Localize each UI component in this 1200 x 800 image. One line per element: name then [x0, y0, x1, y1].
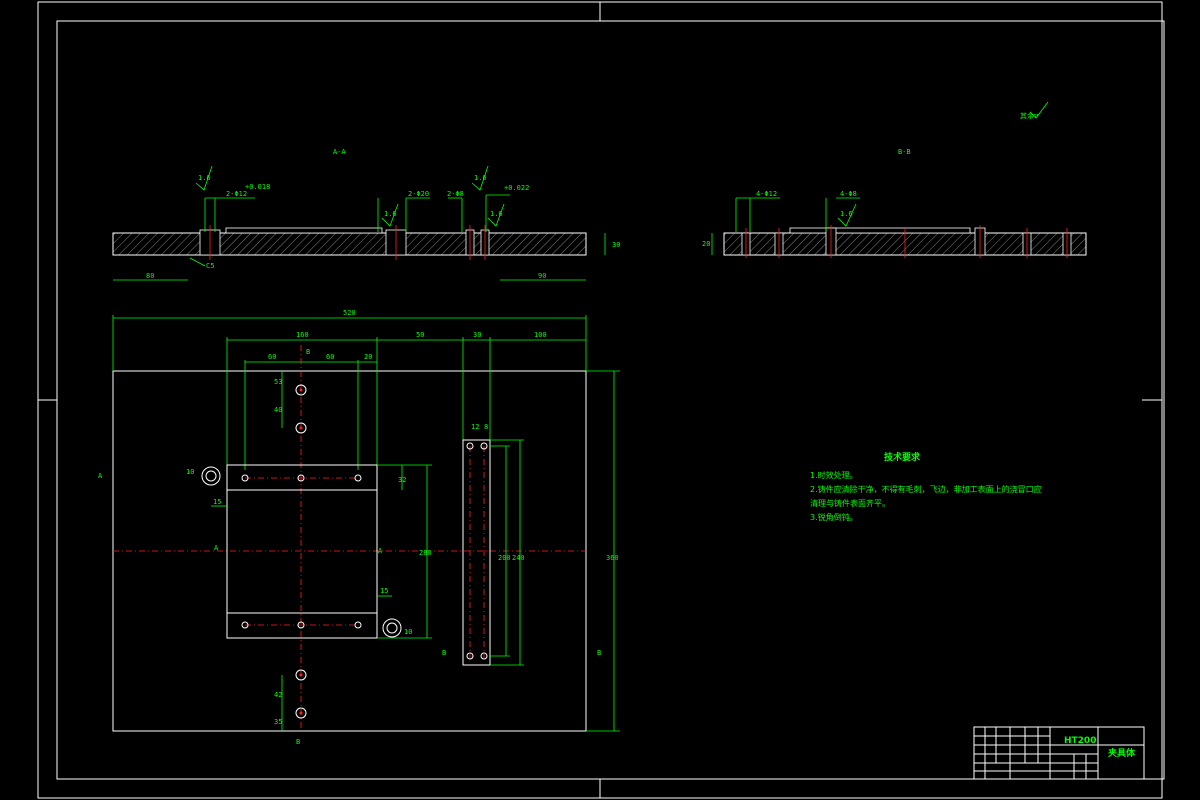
dim-280: 280	[419, 549, 432, 557]
dim-90: 90	[538, 272, 546, 280]
svg-text:B: B	[296, 738, 300, 746]
callout-rough-d: 1.6	[490, 210, 503, 218]
callout-2-phi8: 2-Φ8	[447, 190, 464, 198]
tech-line-4: 3.锐角倒钝。	[810, 512, 858, 522]
dim-60a: 60	[268, 353, 276, 361]
dim-240: 240	[512, 554, 525, 562]
title-part-name: 夹具体	[1108, 747, 1136, 759]
section-aa-body	[112, 232, 587, 256]
dim-20: 20	[364, 353, 372, 361]
callout-4-phi8: 4-Φ8	[840, 190, 857, 198]
svg-text:A: A	[98, 472, 103, 480]
dim-8: 8	[484, 423, 488, 431]
callout-tol-b: +0.022	[504, 184, 529, 192]
callout-rough-c: 1.6	[474, 174, 487, 182]
dim-15a: 15	[213, 498, 221, 506]
dim-42: 42	[274, 691, 282, 699]
section-aa-label: A-A	[333, 148, 346, 156]
dim-10a: 10	[186, 468, 194, 476]
svg-text:B: B	[597, 649, 601, 657]
roughness-symbol	[1029, 101, 1049, 119]
section-bb-label: B-B	[898, 148, 911, 156]
callout-rough-bb: 1.6	[840, 210, 853, 218]
slot-lower	[226, 612, 378, 639]
dim-60b: 60	[326, 353, 334, 361]
dim-160: 160	[296, 331, 309, 339]
svg-text:A: A	[214, 544, 219, 552]
callout-tol-a: +0.018	[245, 183, 270, 191]
dim-360: 360	[606, 554, 619, 562]
dim-32: 32	[398, 476, 406, 484]
dim-200: 200	[498, 554, 511, 562]
svg-text:B: B	[442, 649, 446, 657]
svg-text:B: B	[306, 348, 310, 356]
dim-40: 40	[274, 406, 282, 414]
callout-rough-b: 1.6	[384, 210, 397, 218]
plan-view: 520 360 160 50 30 100 60 60 20	[98, 309, 620, 746]
section-aa: A-A 80 90 30 C5 2-Φ12 +0.018 1.6 2-Φ20	[112, 148, 620, 281]
callout-4-phi12: 4-Φ12	[756, 190, 777, 198]
dim-100: 100	[534, 331, 547, 339]
section-aa-topface	[225, 227, 383, 234]
dim-80: 80	[146, 272, 154, 280]
dim-bb-thk: 20	[702, 240, 710, 248]
tech-title: 技术要求	[884, 451, 921, 463]
dim-520: 520	[343, 309, 356, 317]
title-material: HT200	[1064, 736, 1096, 746]
callout-2-phi20: 2-Φ20	[408, 190, 429, 198]
tech-requirements: 技术要求 1.时效处理。 2.铸件应清除干净，不得有毛刺，飞边，非加工表面上的浇…	[810, 451, 1042, 522]
slot-upper	[226, 464, 378, 491]
callout-rough-a: 1.6	[198, 174, 211, 182]
strip-right	[462, 439, 491, 666]
dim-35: 35	[274, 718, 282, 726]
tech-line-1: 1.时效处理。	[810, 470, 858, 480]
svg-text:A: A	[378, 547, 383, 555]
dim-53: 53	[274, 378, 282, 386]
drawing-frame	[56, 20, 1165, 780]
pocket	[226, 489, 378, 614]
dim-50: 50	[416, 331, 424, 339]
dim-10b: 10	[404, 628, 412, 636]
callout-2-phi12: 2-Φ12	[226, 190, 247, 198]
title-block: HT200 夹具体	[973, 726, 1145, 780]
section-bb: B-B 20 4-Φ12 4-Φ8 1.6	[702, 148, 1087, 258]
dim-30: 30	[473, 331, 481, 339]
hole-pattern	[201, 384, 402, 719]
tech-line-3: 清理与铸件表面齐平。	[810, 498, 890, 508]
dim-12: 12	[471, 423, 479, 431]
tech-line-2: 2.铸件应清除干净，不得有毛刺，飞边，非加工表面上的浇冒口应	[810, 484, 1042, 494]
dim-thickness: 30	[612, 241, 620, 249]
sheet-border	[37, 1, 1163, 799]
dim-15b: 15	[380, 587, 388, 595]
roughness-note: 其余▽	[1020, 111, 1039, 120]
dim-c5: C5	[206, 262, 214, 270]
